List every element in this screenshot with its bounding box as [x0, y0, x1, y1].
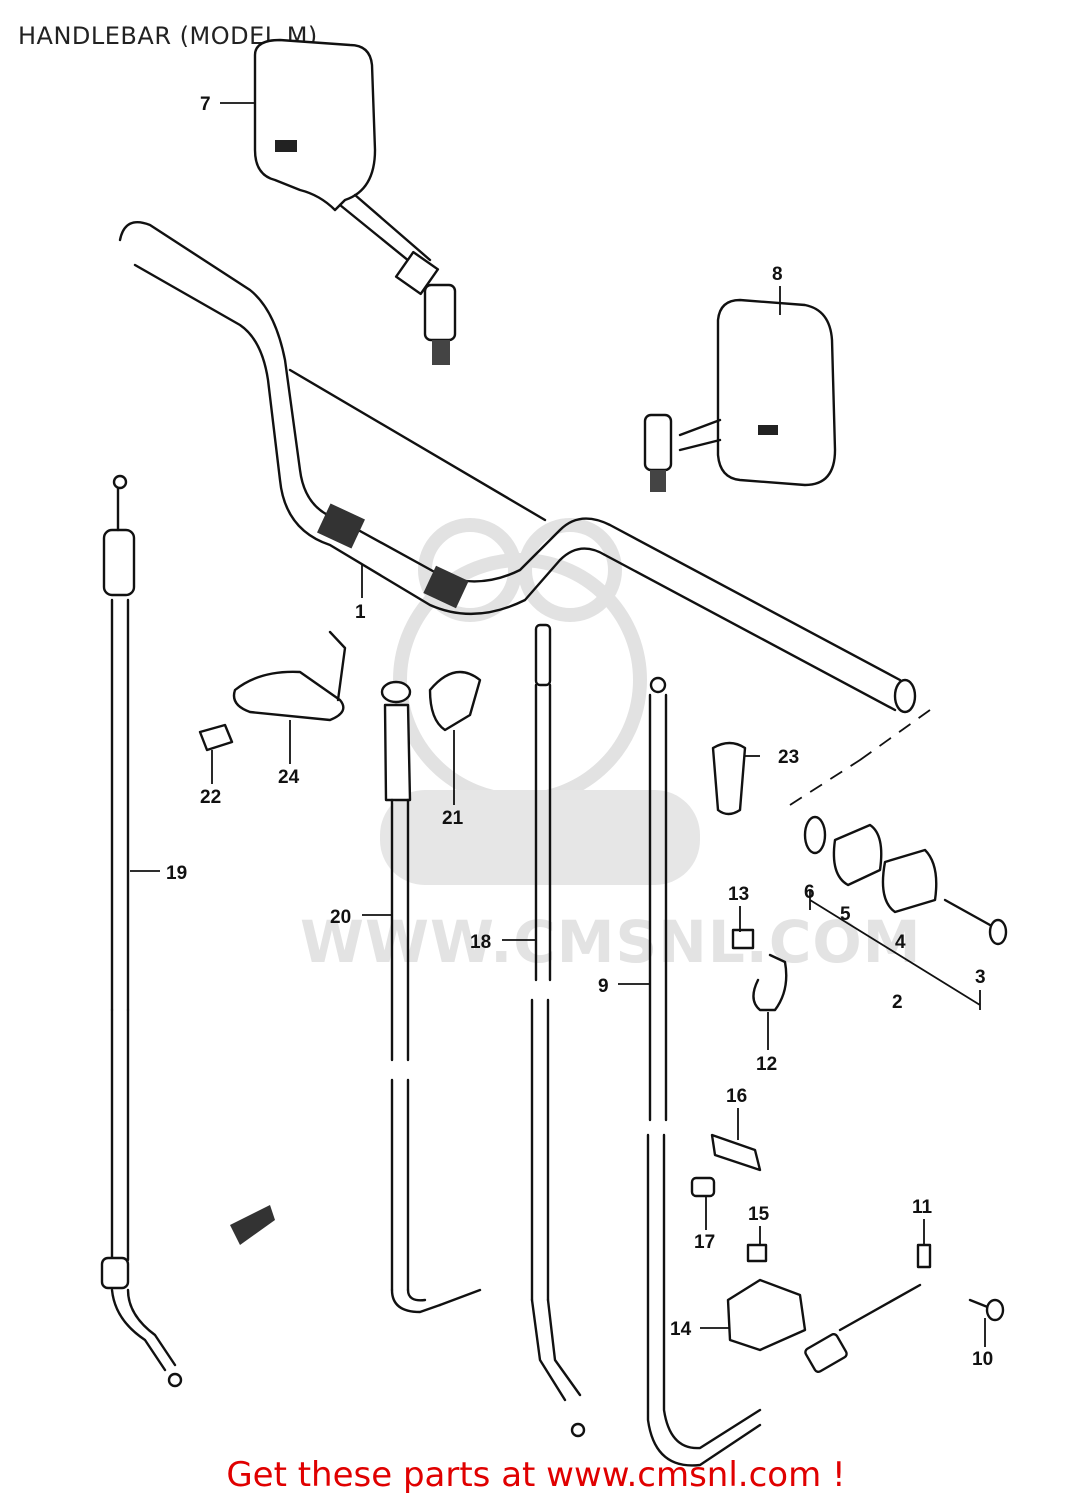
callout-15: 15	[748, 1204, 770, 1225]
callout-4: 4	[895, 932, 906, 953]
callout-19: 19	[166, 863, 187, 884]
part-16	[710, 1133, 762, 1172]
part-12	[752, 953, 788, 1012]
callout-18: 18	[470, 932, 491, 953]
handlebar	[118, 220, 917, 714]
footer-link-text[interactable]: Get these parts at www.cmsnl.com !	[226, 1455, 846, 1495]
part-11	[916, 1243, 932, 1269]
watermark-cms	[380, 790, 700, 885]
cable-18	[530, 623, 586, 1438]
part-13	[731, 928, 755, 950]
front-arrow	[230, 1205, 275, 1245]
cable-20	[380, 680, 482, 1314]
callout-13: 13	[728, 884, 749, 905]
part-22	[198, 723, 234, 752]
callout-10: 10	[972, 1349, 993, 1370]
part-23	[711, 741, 747, 816]
part-21	[428, 670, 482, 732]
part-24	[232, 630, 347, 722]
callout-16: 16	[726, 1086, 747, 1107]
callout-9: 9	[598, 976, 609, 997]
callout-20: 20	[330, 907, 351, 928]
callout-2: 2	[892, 992, 903, 1013]
callout-23: 23	[778, 747, 799, 768]
part-10	[968, 1298, 1005, 1322]
watermark-text: WWW.CMSNL.COM	[300, 908, 922, 976]
callout-12: 12	[756, 1054, 777, 1075]
part-15	[746, 1243, 768, 1263]
left-mirror	[253, 38, 457, 365]
bar-end-assembly	[789, 709, 1008, 1010]
part-17	[690, 1176, 716, 1198]
callout-21: 21	[442, 808, 464, 829]
part-14	[726, 1278, 807, 1352]
callout-24: 24	[278, 767, 300, 788]
cable-19	[100, 474, 183, 1388]
callouts: 7 8 1 23 24 21 22 19 20 18 9 13 6 5 4 3 …	[166, 94, 993, 1370]
leader-lines	[130, 102, 986, 1347]
callout-11: 11	[912, 1197, 933, 1218]
callout-7: 7	[200, 94, 211, 115]
callout-14: 14	[670, 1319, 692, 1340]
right-mirror	[643, 298, 837, 492]
callout-17: 17	[694, 1232, 715, 1253]
callout-5: 5	[840, 904, 851, 925]
callout-6: 6	[804, 882, 815, 903]
callout-3: 3	[975, 967, 986, 988]
callout-22: 22	[200, 787, 221, 808]
callout-8: 8	[772, 264, 783, 285]
callout-1: 1	[355, 602, 366, 623]
cable-9	[646, 676, 922, 1467]
